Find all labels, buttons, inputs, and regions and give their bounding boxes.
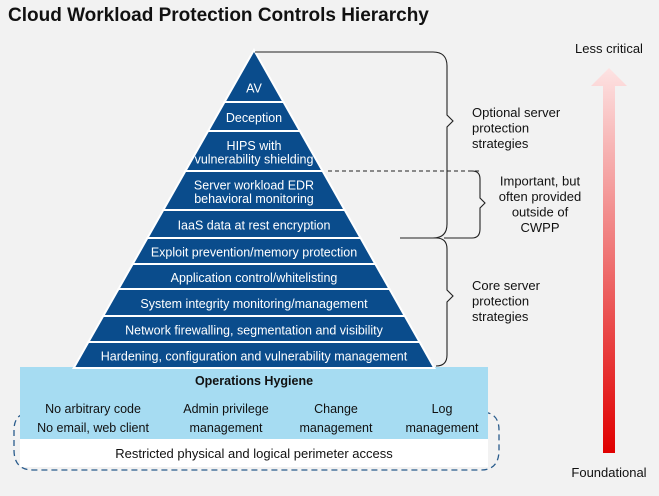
group-label: Important, but [500,173,581,188]
perimeter-band [20,439,488,467]
pyramid-tier-label: Hardening, configuration and vulnerabili… [101,350,408,364]
group-label: protection [472,121,529,136]
operations-item-label: management [406,421,479,435]
pyramid-tier-label: Application control/whitelisting [171,271,338,285]
group-label: Optional server [472,105,561,120]
pyramid-tier: Network firewalling, segmentation and vi… [86,315,422,343]
group-label: protection [472,294,529,309]
perimeter-dashed-border [13,411,500,471]
operations-item-label: Log [432,402,453,416]
pyramid-tier-label: HIPS with [227,139,282,153]
brace-core [400,237,454,367]
pyramid-tier-shape [71,341,437,369]
pyramid-tier-label: behavioral monitoring [194,192,314,206]
operations-item-label: management [300,421,373,435]
pyramid-tier: Deception [206,101,302,132]
perimeter-label: Restricted physical and logical perimete… [115,446,393,461]
pyramid-tier-label: System integrity monitoring/management [140,297,368,311]
brace-optional [255,51,454,239]
axis-top-label: Less critical [575,41,643,56]
operations-item-label: Admin privilege [183,402,269,416]
operations-items: No arbitrary code No email, web client Adm… [37,402,479,435]
pyramid-tier-label: Network firewalling, segmentation and vi… [125,324,384,338]
operations-item-label: No email, web client [37,421,149,435]
operations-hygiene-box [20,367,488,439]
criticality-arrow [591,68,627,453]
group-label: strategies [472,136,529,151]
group-label: often provided [499,189,581,204]
pyramid-tier-label: AV [246,82,262,96]
pyramid-tier: System integrity monitoring/management [101,288,407,317]
pyramid-tier: AV [222,47,286,103]
pyramid-tier: Application control/whitelisting [116,263,392,290]
pyramid-tier-label: vulnerability shielding [195,152,314,166]
brace-important [444,170,486,239]
operations-hygiene-title: Operations Hygiene [195,374,313,388]
pyramid-tier-label: Server workload EDR [194,178,314,192]
operations-item-label: management [190,421,263,435]
pyramid-tier-label: Exploit prevention/memory protection [151,246,357,260]
group-labels: Optional serverprotectionstrategiesImpor… [472,105,581,324]
pyramid-tier: IaaS data at rest encryption [145,209,363,239]
page-title: Cloud Workload Protection Controls Hiera… [8,5,429,26]
axis-bottom-label: Foundational [571,465,646,480]
group-label: strategies [472,309,529,324]
pyramid-tier-label: Deception [226,111,282,125]
operations-item-label: Change [314,402,358,416]
group-label: CWPP [521,220,560,235]
group-label: outside of [512,204,569,219]
pyramid-tier: Hardening, configuration and vulnerabili… [71,341,437,369]
pyramid-tier: Exploit prevention/memory protection [130,237,378,265]
operations-item-label: No arbitrary code [45,402,141,416]
pyramid-tier-label: IaaS data at rest encryption [178,219,331,233]
group-label: Core server [472,278,541,293]
